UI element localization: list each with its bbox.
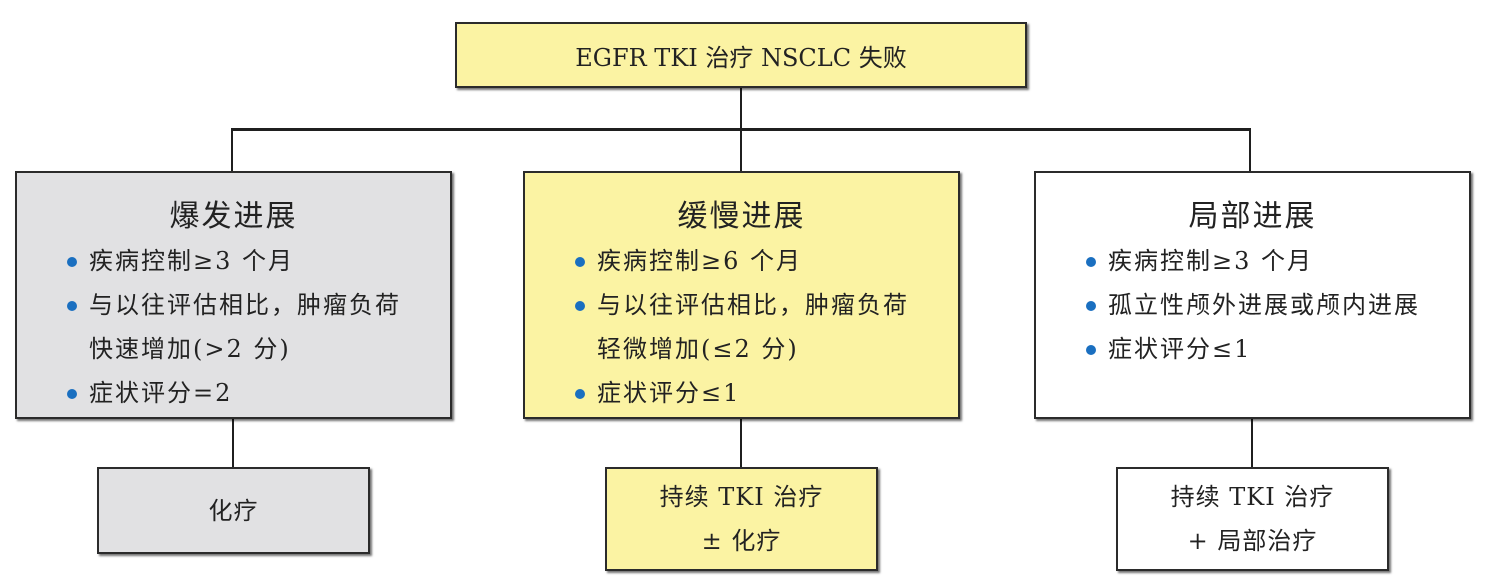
bullet-dot-icon — [1086, 345, 1096, 355]
result-node-continue-tki-chemo: 持续 TKI 治疗 ± 化疗 — [605, 467, 878, 571]
result-line: + 局部治疗 — [1187, 527, 1318, 555]
bullet-dot-icon — [575, 389, 585, 399]
bullet-dot-icon — [67, 301, 77, 311]
branch-title: 缓慢进展 — [677, 199, 806, 234]
result-node-chemotherapy: 化疗 — [97, 467, 370, 554]
connector-to-branch-2 — [740, 128, 742, 171]
criteria-list: 疾病控制≥3 个月 孤立性颅外进展或颅内进展 症状评分≤1 — [1086, 239, 1420, 371]
connector-branch-1-to-result — [232, 419, 234, 467]
bullet-dot-icon — [575, 301, 585, 311]
criteria-item: 症状评分≤1 — [1086, 327, 1420, 371]
connector-to-branch-3 — [1249, 128, 1251, 171]
criteria-item: 孤立性颅外进展或颅内进展 — [1086, 283, 1420, 327]
criteria-item-continuation: 快速增加(>2 分) — [89, 335, 291, 363]
result-line: 化疗 — [208, 496, 259, 525]
branch-title: 局部进展 — [1188, 199, 1317, 234]
criteria-item: 与以往评估相比，肿瘤负荷 — [575, 283, 909, 327]
connector-branch-2-to-result — [740, 419, 742, 467]
criteria-item: 疾病控制≥6 个月 — [575, 239, 909, 283]
connector-root-down — [740, 88, 742, 129]
criteria-list: 疾病控制≥3 个月 与以往评估相比，肿瘤负荷 快速增加(>2 分) 症状评分=2 — [67, 239, 401, 415]
criteria-item: 症状评分≤1 — [575, 371, 909, 415]
branch-node-slow-progression: 缓慢进展 疾病控制≥6 个月 与以往评估相比，肿瘤负荷 轻微增加(≤2 分) 症… — [523, 171, 960, 419]
criteria-item: 疾病控制≥3 个月 — [1086, 239, 1420, 283]
bullet-dot-icon — [575, 257, 585, 267]
bullet-dot-icon — [67, 257, 77, 267]
criteria-item: 症状评分=2 — [67, 371, 401, 415]
criteria-item-continuation: 轻微增加(≤2 分) — [597, 335, 799, 363]
bullet-dot-icon — [1086, 257, 1096, 267]
criteria-item: 疾病控制≥3 个月 — [67, 239, 401, 283]
result-node-continue-tki-local: 持续 TKI 治疗 + 局部治疗 — [1116, 467, 1389, 571]
result-line: 持续 TKI 治疗 — [1170, 483, 1335, 511]
bullet-dot-icon — [67, 389, 77, 399]
bullet-dot-icon — [1086, 301, 1096, 311]
root-node-label: EGFR TKI 治疗 NSCLC 失败 — [575, 43, 907, 72]
connector-branch-3-to-result — [1251, 419, 1253, 467]
criteria-item: 与以往评估相比，肿瘤负荷 — [67, 283, 401, 327]
branch-node-local-progression: 局部进展 疾病控制≥3 个月 孤立性颅外进展或颅内进展 症状评分≤1 — [1034, 171, 1471, 419]
connector-to-branch-1 — [231, 128, 233, 171]
result-line: 持续 TKI 治疗 — [659, 483, 824, 511]
criteria-list: 疾病控制≥6 个月 与以往评估相比，肿瘤负荷 轻微增加(≤2 分) 症状评分≤1 — [575, 239, 909, 415]
branch-node-burst-progression: 爆发进展 疾病控制≥3 个月 与以往评估相比，肿瘤负荷 快速增加(>2 分) 症… — [15, 171, 452, 419]
result-line: ± 化疗 — [701, 527, 782, 555]
branch-title: 爆发进展 — [169, 199, 298, 234]
root-node: EGFR TKI 治疗 NSCLC 失败 — [455, 22, 1027, 88]
